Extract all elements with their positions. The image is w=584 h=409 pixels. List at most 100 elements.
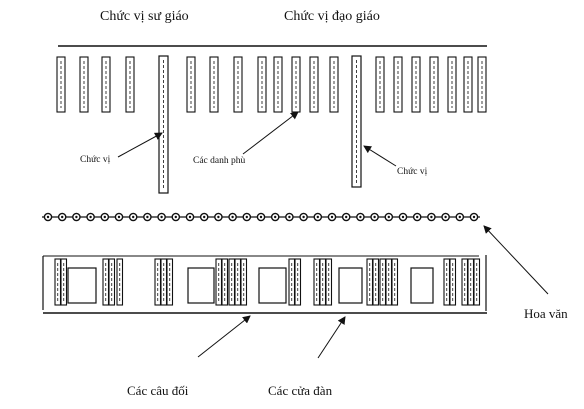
- ornament-link: [356, 212, 365, 222]
- danh-phu-tablet: [411, 56, 421, 113]
- couplet-panel: [379, 258, 387, 306]
- couplet-panel: [288, 258, 296, 306]
- ornament-link: [185, 212, 195, 222]
- upper-tablet-row: [56, 56, 487, 113]
- couplet-panel: [234, 258, 242, 306]
- couplet-panel: [54, 258, 62, 306]
- couplet-panel: [166, 258, 174, 306]
- ornament-link: [327, 212, 337, 222]
- ornament-link: [157, 212, 166, 222]
- altar-door: [410, 267, 434, 304]
- lower-items-row: [54, 258, 481, 306]
- ornament-link: [242, 212, 252, 222]
- danh-phu-tablet: [79, 56, 89, 113]
- altar-door: [338, 267, 363, 304]
- danh-phu-tablet: [393, 56, 403, 113]
- couplet-panel: [102, 258, 110, 306]
- ornament-link: [114, 212, 124, 222]
- ornament-link: [270, 212, 280, 222]
- arrow-cac-cua-dan: [317, 316, 346, 359]
- ornament-link: [427, 212, 436, 222]
- couplet-panel: [366, 258, 374, 306]
- couplet-panel: [461, 258, 469, 306]
- danh-phu-tablet: [309, 56, 319, 113]
- arrow-cac-cau-doi: [197, 315, 251, 358]
- couplet-panel: [240, 258, 248, 306]
- couplet-panel: [228, 258, 236, 306]
- couplet-panel: [154, 258, 162, 306]
- couplet-panel: [108, 258, 116, 306]
- ornament-chain: [42, 212, 480, 222]
- altar-door: [187, 267, 215, 304]
- couplet-panel: [443, 258, 451, 306]
- arrow-chuc-vi-right: [363, 145, 397, 167]
- label-chuc-vi-right: Chức vị: [397, 167, 428, 177]
- label-cac-cua-dan: Các cửa đàn: [268, 383, 333, 398]
- danh-phu-tablet: [463, 56, 473, 113]
- ornament-link: [43, 212, 53, 222]
- label-hoa-van: Hoa văn: [524, 306, 568, 321]
- ornament-link: [228, 212, 237, 222]
- danh-phu-tablet: [291, 56, 301, 113]
- couplet-panel: [221, 258, 229, 306]
- couplet-panel: [319, 258, 327, 306]
- ornament-link: [143, 212, 152, 222]
- ornament-link: [313, 212, 323, 222]
- chuc-vi-tablet-right: [351, 55, 362, 188]
- couplet-panel: [116, 258, 124, 306]
- danh-phu-tablet: [209, 56, 219, 113]
- ornament-link: [469, 212, 479, 222]
- ornament-link: [171, 212, 181, 222]
- ornament-link: [100, 212, 110, 222]
- ornament-link: [128, 212, 138, 222]
- danh-phu-tablet: [101, 56, 111, 113]
- danh-phu-tablet: [233, 56, 243, 113]
- couplet-panel: [385, 258, 393, 306]
- ornament-link: [370, 212, 379, 222]
- danh-phu-tablet: [125, 56, 135, 113]
- couplet-panel: [294, 258, 302, 306]
- couplet-panel: [215, 258, 223, 306]
- ornament-link: [285, 212, 294, 222]
- lower-panel: [42, 255, 487, 314]
- ornament-link: [384, 212, 394, 222]
- altar-door: [67, 267, 97, 304]
- danh-phu-tablet: [447, 56, 457, 113]
- danh-phu-tablet: [186, 56, 196, 113]
- label-dao-giao: Chức vị đạo giáo: [284, 9, 380, 24]
- danh-phu-tablet: [56, 56, 66, 113]
- couplet-panel: [372, 258, 380, 306]
- couplet-panel: [60, 258, 68, 306]
- label-cac-danh-phu: Các danh phù: [193, 156, 245, 166]
- label-chuc-vi-left: Chức vị: [80, 155, 111, 165]
- couplet-panel: [467, 258, 475, 306]
- couplet-panel: [391, 258, 399, 306]
- couplet-panel: [449, 258, 457, 306]
- ornament-link: [341, 212, 351, 222]
- couplet-panel: [160, 258, 168, 306]
- arrow-hoa-van: [483, 225, 549, 295]
- danh-phu-tablet: [273, 56, 283, 113]
- ornament-link: [412, 212, 422, 222]
- ornament-link: [398, 212, 408, 222]
- label-su-giao: Chức vị sư giáo: [100, 9, 189, 24]
- arrow-cac-danh-phu: [242, 111, 299, 155]
- danh-phu-tablet: [375, 56, 385, 113]
- ornament-link: [86, 212, 95, 222]
- chuc-vi-tablet-left: [158, 55, 169, 194]
- ornament-link: [57, 212, 67, 222]
- ornament-link: [256, 212, 266, 222]
- danh-phu-tablet: [429, 56, 439, 113]
- ornament-link: [441, 212, 450, 222]
- altar-door: [258, 267, 287, 304]
- couplet-panel: [473, 258, 481, 306]
- label-cac-cau-doi: Các câu đối: [127, 383, 189, 398]
- ornament-link: [72, 212, 81, 222]
- danh-phu-tablet: [329, 56, 339, 113]
- danh-phu-tablet: [257, 56, 267, 113]
- ornament-link: [455, 212, 465, 222]
- ornament-link: [214, 212, 223, 222]
- arrow-chuc-vi-left: [117, 132, 163, 158]
- couplet-panel: [325, 258, 333, 306]
